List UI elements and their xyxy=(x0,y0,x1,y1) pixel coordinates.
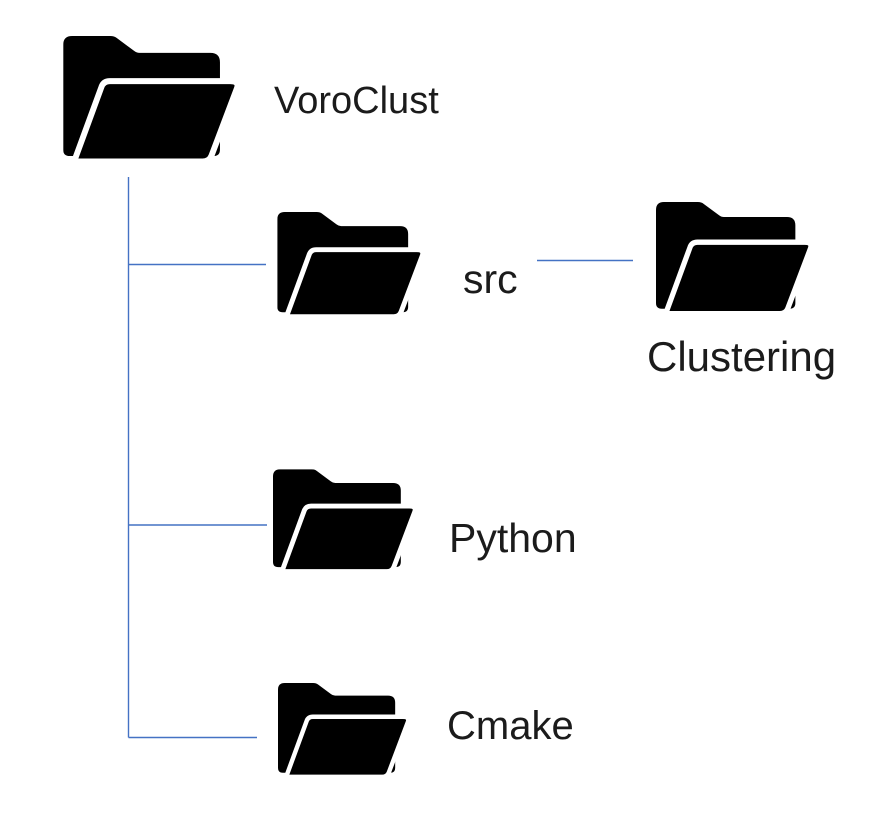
folder-label-voroclust: VoroClust xyxy=(274,80,439,122)
folder-icon-src xyxy=(277,212,425,318)
folder-label-python: Python xyxy=(449,515,577,561)
folder-icon-python xyxy=(273,469,417,573)
folder-label-src: src xyxy=(463,256,518,302)
folder-icon-cmake xyxy=(278,683,410,778)
folder-icon-voroclust xyxy=(63,36,240,163)
folder-label-clustering: Clustering xyxy=(647,333,837,380)
folder-label-cmake: Cmake xyxy=(447,704,574,748)
folder-icon-clustering xyxy=(656,202,813,315)
